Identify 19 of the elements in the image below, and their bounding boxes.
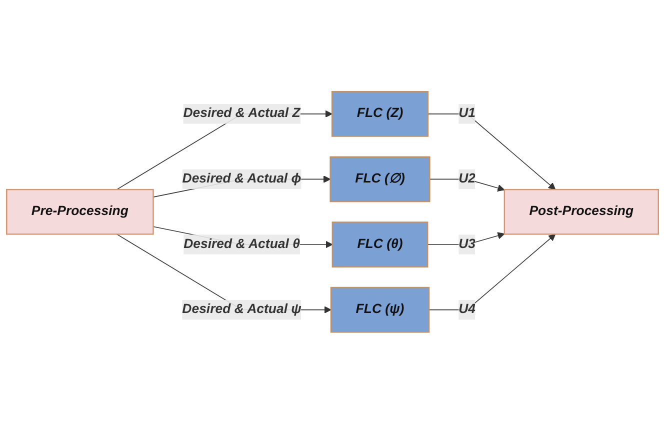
arrow xyxy=(428,233,556,310)
edge-label: Desired & Actual ϕ xyxy=(182,171,302,186)
edge-label: U3 xyxy=(458,236,476,251)
arrow xyxy=(429,178,505,192)
arrow xyxy=(428,113,556,190)
edge-label: Desired & Actual ψ xyxy=(182,302,302,316)
arrow xyxy=(116,110,332,190)
edge-label: U1 xyxy=(458,106,476,120)
edge-label: Desired & Actual Z xyxy=(183,106,300,120)
node-box: Pre-Processing xyxy=(6,188,154,234)
node-box: Post-Processing xyxy=(504,188,659,234)
edge-label: Desired & Actual θ xyxy=(184,236,300,251)
node-box: FLC (θ) xyxy=(332,221,428,268)
edge-label: U2 xyxy=(458,171,476,186)
edge-label: U4 xyxy=(458,302,476,316)
arrow xyxy=(116,233,332,314)
node-box: FLC (ψ) xyxy=(330,286,430,332)
node-box: FLC (Z) xyxy=(331,90,429,136)
node-box: FLC (∅) xyxy=(330,156,430,202)
